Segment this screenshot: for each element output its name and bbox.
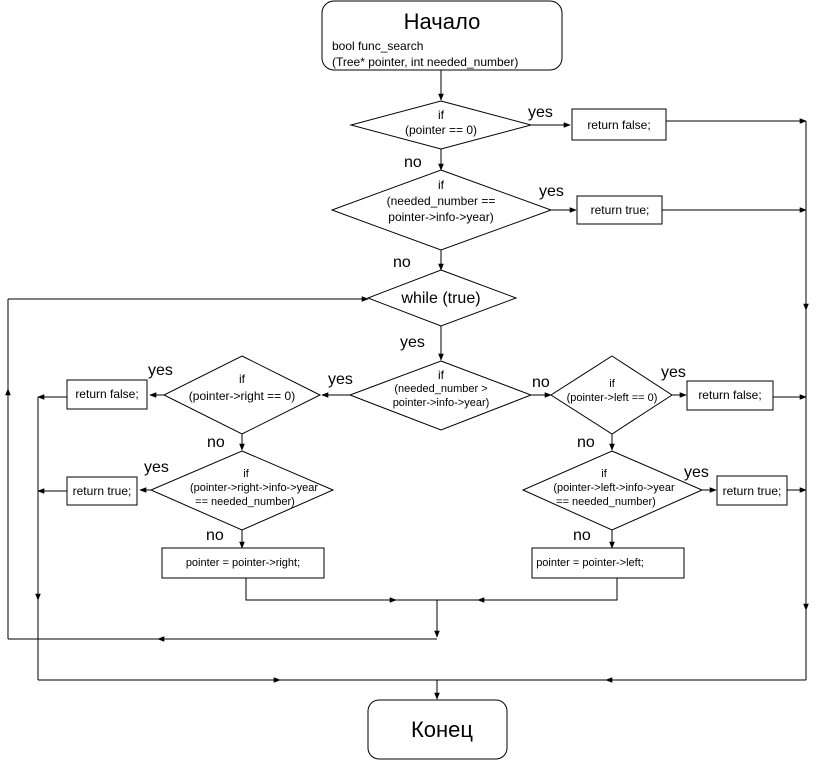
start-signature-line2: (Tree* pointer, int needed_number) [332, 55, 518, 69]
return-false-left-text: return false; [75, 387, 138, 401]
loop-yes-label: yes [400, 334, 425, 351]
dr2-line1: if [243, 468, 249, 480]
start-signature-line1: bool func_search [332, 39, 423, 53]
dl2-line3: == needed_number) [556, 496, 656, 508]
dl1-yes-label: yes [661, 364, 686, 381]
d1-yes-label: yes [528, 104, 553, 121]
d2-yes-label: yes [539, 183, 564, 200]
assign-left-box [531, 547, 685, 579]
d1-line1: if [438, 108, 445, 122]
return-true-right-box [716, 475, 788, 506]
dr2-line2: (pointer->right->info->year [190, 482, 318, 494]
d3-no-label: no [532, 374, 550, 391]
return-false-top-box [571, 108, 667, 141]
return-true-right-text: return true; [723, 484, 782, 498]
return-false-left-box [66, 379, 148, 410]
edge-assign-left-merge [477, 578, 618, 603]
d2-line3: pointer->info->year) [388, 210, 493, 224]
start-node: Начало bool func_search (Tree* pointer, … [321, 0, 563, 71]
assign-left-text: pointer = pointer->left; [536, 557, 644, 569]
d1-no-label: no [404, 154, 422, 171]
d3-yes-label: yes [328, 371, 353, 388]
return-true-top-box [576, 195, 663, 225]
return-true-left-text: return true; [73, 484, 132, 498]
decision-left-null: if (pointer->left == 0) [550, 355, 673, 435]
end-node: Конец [367, 699, 508, 760]
dr1-no-label: no [207, 434, 225, 451]
d3-line3: pointer->info->year) [393, 397, 490, 409]
dr1-yes-label: yes [148, 362, 173, 379]
dl2-line2: (pointer->left->info->year [553, 482, 675, 494]
assign-right-box [161, 547, 325, 579]
return-false-right-text: return false; [698, 388, 761, 402]
edge-assign-right-merge [245, 578, 397, 603]
d2-line1: if [438, 178, 445, 192]
d3-line1: if [438, 368, 445, 382]
dr2-yes-label: yes [144, 459, 169, 476]
decision-needed-equals: if (needed_number == pointer->info->year… [330, 169, 553, 251]
dr2-line3: == needed_number) [195, 496, 295, 508]
return-true-left-box [66, 476, 138, 506]
dl2-line1: if [601, 468, 607, 480]
dl2-yes-label: yes [684, 464, 709, 481]
d2-no-label: no [393, 254, 411, 271]
return-true-top-text: return true; [591, 203, 650, 217]
connectors [5, 70, 809, 700]
end-title: Конец [411, 717, 473, 742]
assign-right-text: pointer = pointer->right; [186, 557, 300, 569]
decision-right-null: if (pointer->right == 0) [162, 355, 322, 435]
loop-label: while (true) [400, 290, 480, 307]
d2-line2: (needed_number == [387, 194, 496, 208]
return-false-right-box [686, 380, 774, 411]
loop-while-true: while (true) [366, 269, 518, 327]
dr2-no-label: no [206, 527, 224, 544]
dl1-line2: (pointer->left == 0) [567, 392, 658, 404]
decision-needed-greater: if (needed_number > pointer->info->year) [348, 360, 533, 431]
decision-pointer-null: if (pointer == 0) [349, 100, 533, 150]
dl1-line1: if [609, 378, 615, 390]
d3-line2: (needed_number > [394, 383, 487, 395]
dr1-line1: if [239, 372, 246, 386]
start-title: Начало [404, 9, 481, 34]
dl2-no-label: no [573, 527, 591, 544]
dr1-line2: (pointer->right == 0) [189, 389, 295, 403]
decision-right-year-equals: if (pointer->right->info->year == needed… [149, 450, 335, 531]
dl1-no-label: no [577, 434, 595, 451]
decision-left-year-equals: if (pointer->left->info->year == needed_… [521, 450, 704, 531]
d1-line2: (pointer == 0) [405, 123, 477, 137]
return-false-top-text: return false; [587, 118, 650, 132]
